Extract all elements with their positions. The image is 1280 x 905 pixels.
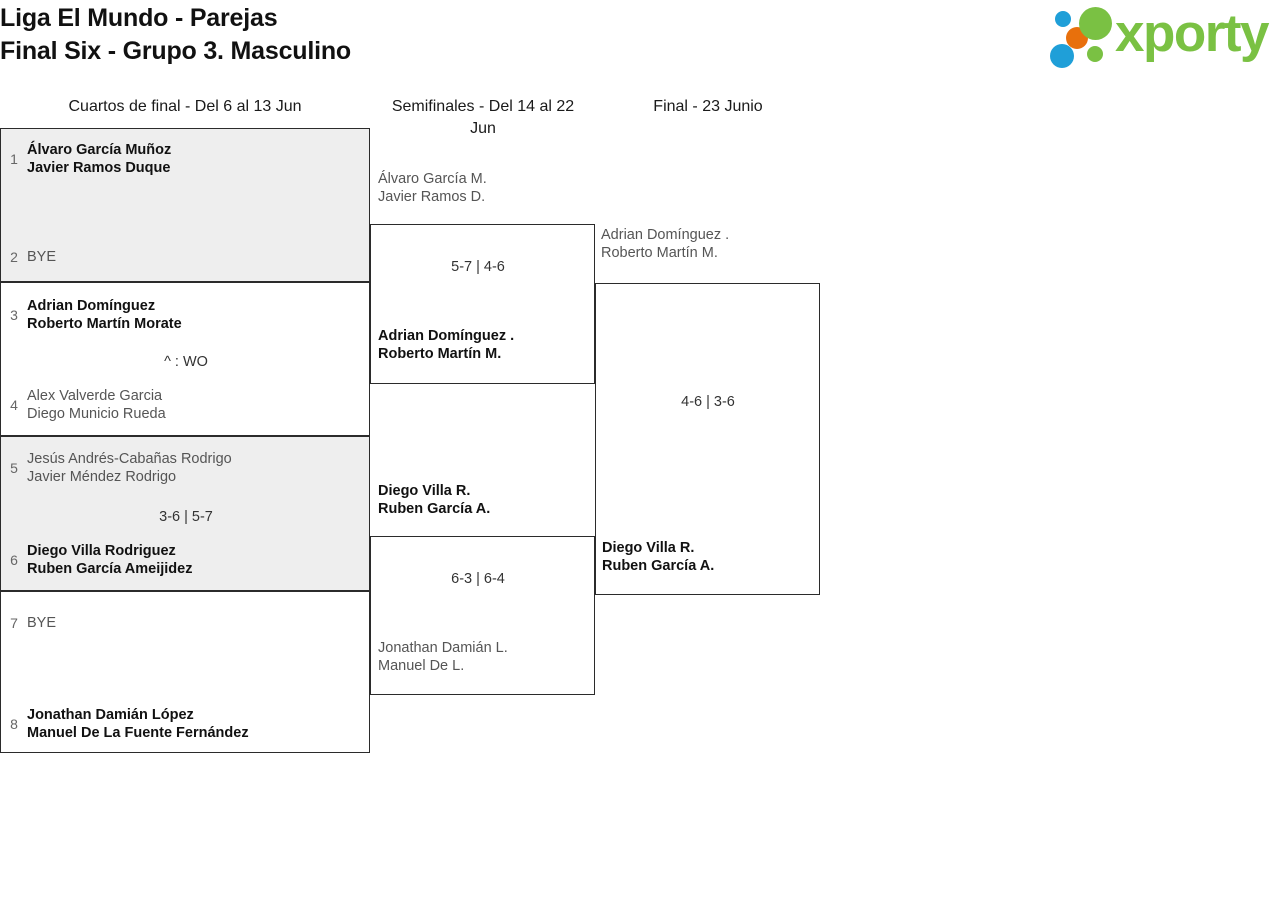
match-score: 4-6 | 3-6 [681, 394, 735, 410]
seed-number: 4 [10, 397, 18, 413]
match-quarterfinal-3[interactable]: 5 Jesús Andrés-Cabañas Rodrigo Javier Mé… [0, 436, 370, 591]
match-score: 6-3 | 6-4 [451, 571, 505, 587]
semifinal-1-top-team[interactable]: Álvaro García M. Javier Ramos D. [378, 171, 487, 205]
team-names: Álvaro García Muñoz Javier Ramos Duque [27, 142, 172, 176]
page-header: Liga El Mundo - Parejas Final Six - Grup… [0, 0, 1280, 80]
team-names: Jonathan Damián López Manuel De La Fuent… [27, 707, 249, 741]
match-quarterfinal-1[interactable]: 1 Álvaro García Muñoz Javier Ramos Duque… [0, 128, 370, 282]
team-names: Alex Valverde Garcia Diego Municio Rueda [27, 388, 166, 422]
round-heading-final: Final - 23 Junio [653, 98, 763, 115]
seed-number: 2 [10, 249, 18, 265]
seed-number: 5 [10, 460, 18, 476]
match-quarterfinal-4[interactable]: 7 BYE 8 Jonathan Damián López Manuel De … [0, 591, 370, 753]
seed-number: 3 [10, 307, 18, 323]
final-top-team[interactable]: Adrian Domínguez . Roberto Martín M. [601, 227, 730, 261]
semifinal-2-bottom-team[interactable]: Jonathan Damián L. Manuel De L. [378, 640, 508, 674]
match-score: 3-6 | 5-7 [159, 509, 213, 525]
match-score: 5-7 | 4-6 [451, 259, 505, 275]
team-row[interactable]: 6 Diego Villa Rodriguez Ruben García Ame… [1, 538, 371, 582]
team-row[interactable]: 2 BYE [1, 239, 371, 275]
semifinal-2-top-team[interactable]: Diego Villa R. Ruben García A. [378, 483, 491, 517]
team-row[interactable]: 8 Jonathan Damián López Manuel De La Fue… [1, 702, 371, 746]
team-names: BYE [27, 615, 57, 631]
seed-number: 1 [10, 151, 18, 167]
logo-dot-blue-bottom-icon [1050, 44, 1074, 68]
match-quarterfinal-2[interactable]: 3 Adrian Domínguez Roberto Martín Morate… [0, 282, 370, 436]
team-names: Adrian Domínguez Roberto Martín Morate [27, 298, 182, 332]
team-row[interactable]: 3 Adrian Domínguez Roberto Martín Morate [1, 293, 371, 337]
page-title: Liga El Mundo - Parejas Final Six - Grup… [0, 4, 351, 65]
match-score: ^ : WO [164, 354, 208, 370]
team-row[interactable]: 7 BYE [1, 605, 371, 641]
semifinal-1-bottom-team[interactable]: Adrian Domínguez . Roberto Martín M. [378, 328, 515, 362]
team-names: Jesús Andrés-Cabañas Rodrigo Javier Ménd… [27, 451, 232, 485]
seed-number: 7 [10, 615, 18, 631]
match-semifinal-1[interactable]: 5-7 | 4-6 Adrian Domínguez . Roberto Mar… [370, 224, 595, 384]
team-row[interactable]: 1 Álvaro García Muñoz Javier Ramos Duque [1, 137, 371, 181]
seed-number: 6 [10, 552, 18, 568]
logo-wordmark: xporty [1115, 4, 1269, 63]
team-names: BYE [27, 249, 57, 265]
team-row[interactable]: 4 Alex Valverde Garcia Diego Municio Rue… [1, 383, 371, 427]
team-names: Diego Villa Rodriguez Ruben García Ameij… [27, 543, 193, 577]
seed-number: 8 [10, 716, 18, 732]
logo-dot-green-large-icon [1079, 7, 1112, 40]
team-row[interactable]: 5 Jesús Andrés-Cabañas Rodrigo Javier Mé… [1, 446, 371, 490]
final-bottom-team[interactable]: Diego Villa R. Ruben García A. [602, 540, 715, 574]
round-heading-semifinals: Semifinales - Del 14 al 22 Jun [391, 98, 575, 137]
match-semifinal-2[interactable]: 6-3 | 6-4 Jonathan Damián L. Manuel De L… [370, 536, 595, 695]
xporty-logo[interactable]: xporty [1049, 4, 1275, 68]
logo-dot-green-small-icon [1087, 46, 1103, 62]
logo-dot-blue-top-icon [1055, 11, 1071, 27]
match-final[interactable]: 4-6 | 3-6 Diego Villa R. Ruben García A. [595, 283, 820, 595]
round-heading-quarterfinals: Cuartos de final - Del 6 al 13 Jun [68, 98, 302, 115]
